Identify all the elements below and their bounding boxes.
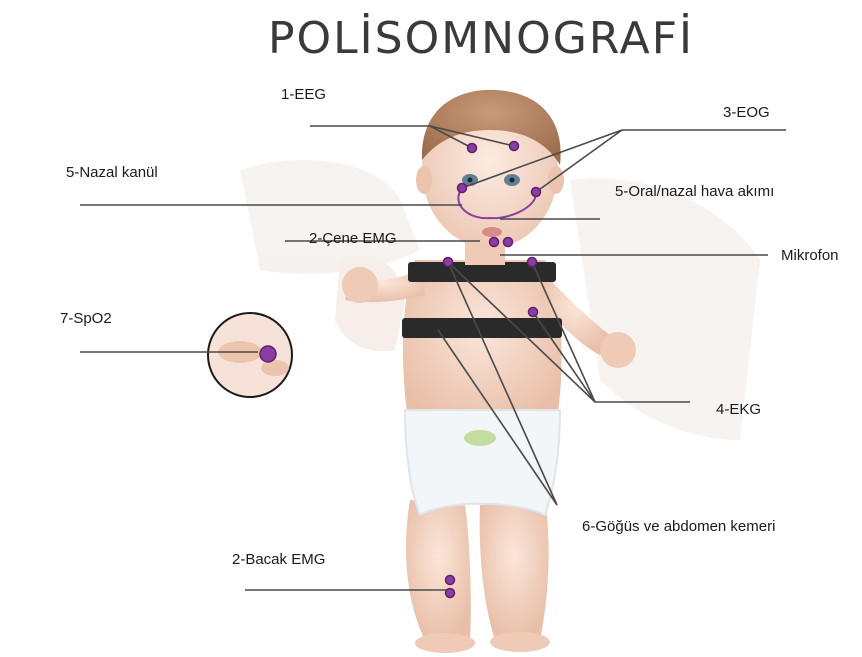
label-leg-emg: 2-Bacak EMG bbox=[232, 551, 325, 569]
page-title: POLİSOMNOGRAFİ bbox=[0, 4, 862, 74]
label-microphone: Mikrofon bbox=[781, 247, 839, 265]
eeg-electrode-2 bbox=[510, 142, 519, 151]
ekg-electrode-1 bbox=[444, 258, 453, 267]
spo2-inset bbox=[208, 313, 292, 397]
eog-electrode-2 bbox=[532, 188, 541, 197]
ekg-electrode-2 bbox=[528, 258, 537, 267]
baby-figure bbox=[342, 90, 636, 653]
label-chin-emg: 2-Çene EMG bbox=[309, 230, 397, 248]
eog-electrode-1 bbox=[458, 184, 467, 193]
label-eeg: 1-EEG bbox=[281, 86, 326, 104]
label-oral-nasal-airflow: 5-Oral/nazal hava akımı bbox=[615, 183, 774, 201]
leg-emg-electrode-1 bbox=[446, 576, 455, 585]
eeg-electrode-1 bbox=[468, 144, 477, 153]
chin-emg-electrode-1 bbox=[490, 238, 499, 247]
ekg-electrode-3 bbox=[529, 308, 538, 317]
label-nasal-cannula: 5-Nazal kanül bbox=[66, 164, 158, 182]
label-spo2: 7-SpO2 bbox=[60, 310, 112, 328]
leg-emg-electrode-2 bbox=[446, 589, 455, 598]
label-ekg: 4-EKG bbox=[716, 401, 761, 419]
chin-emg-electrode-2 bbox=[504, 238, 513, 247]
label-chest-abdomen-belt: 6-Göğüs ve abdomen kemeri bbox=[582, 518, 775, 536]
label-eog: 3-EOG bbox=[723, 104, 770, 122]
abdomen-belt bbox=[402, 318, 562, 338]
